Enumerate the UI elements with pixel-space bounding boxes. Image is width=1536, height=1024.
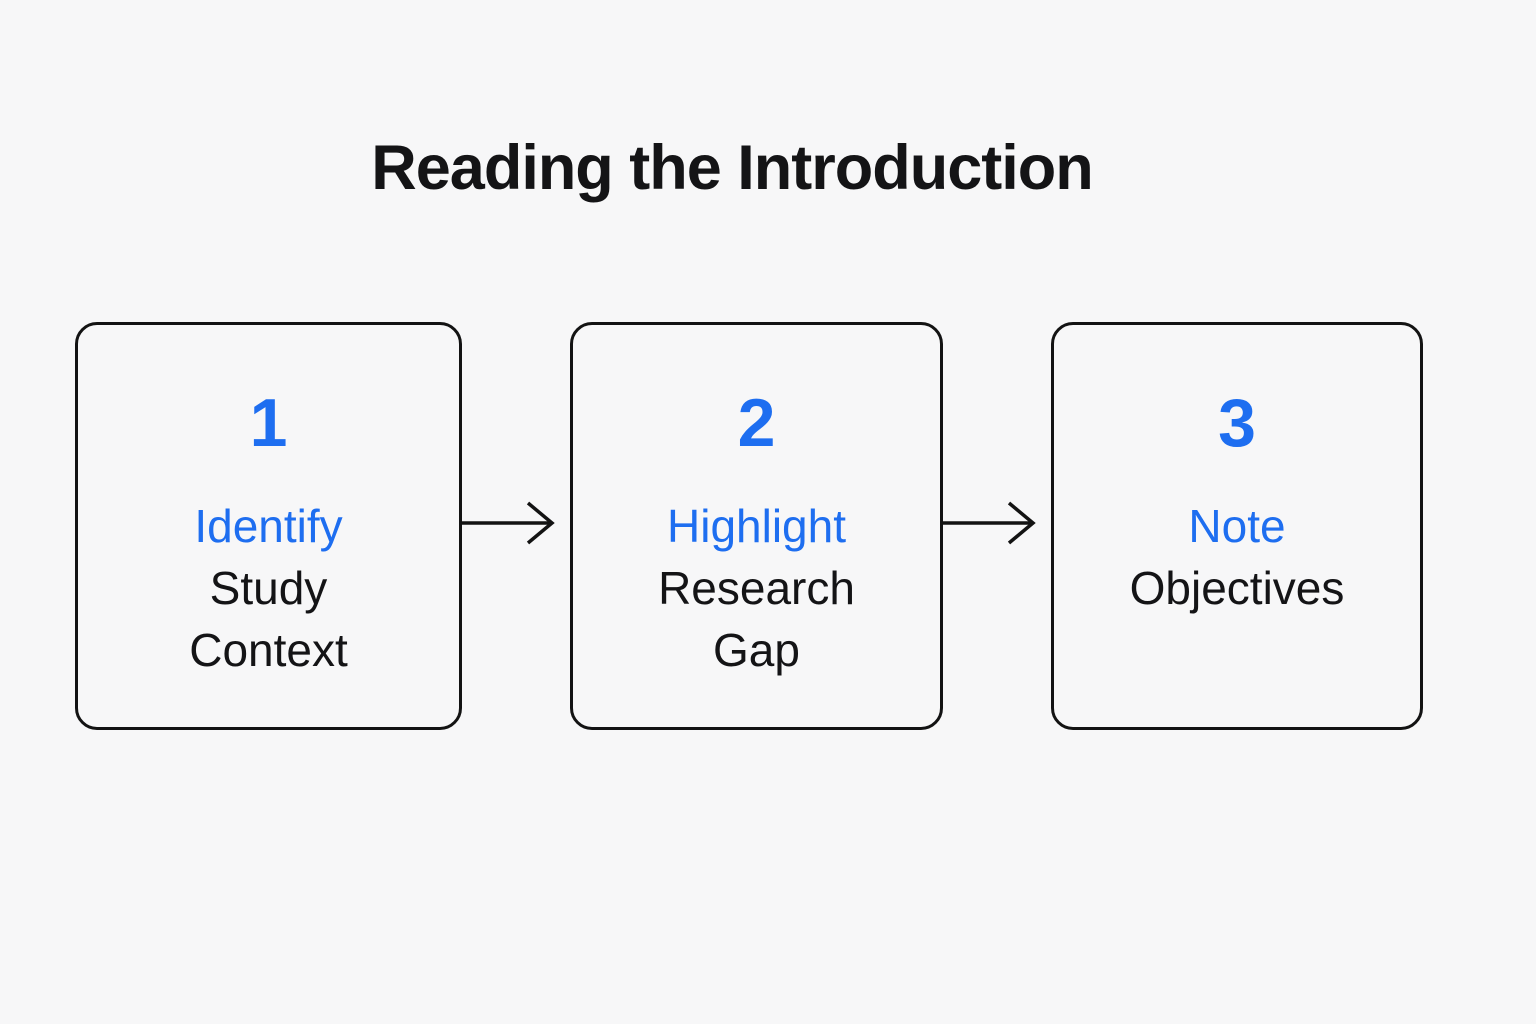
step-1-number: 1 — [249, 385, 288, 461]
step-card-3: 3 Note Objectives — [1051, 322, 1423, 730]
step-card-1: 1 Identify Study Context — [75, 322, 462, 730]
diagram-title: Reading the Introduction — [371, 133, 1093, 203]
arrow-right-icon — [462, 495, 570, 551]
step-2-subject-label: Research Gap — [658, 562, 855, 676]
step-1-action-label: Identify — [194, 500, 343, 552]
step-card-2: 2 Highlight Research Gap — [570, 322, 943, 730]
step-3-action-label: Note — [1188, 500, 1286, 552]
step-3-subject-label: Objectives — [1129, 562, 1345, 614]
step-3-number: 3 — [1218, 385, 1256, 461]
step-2-action-label: Highlight — [667, 500, 846, 552]
process-flow: 1 Identify Study Context 2 Highlight Res… — [75, 322, 1423, 730]
step-2-number: 2 — [737, 385, 776, 461]
step-1-subject-label: Study Context — [189, 562, 348, 676]
arrow-right-icon — [943, 495, 1051, 551]
